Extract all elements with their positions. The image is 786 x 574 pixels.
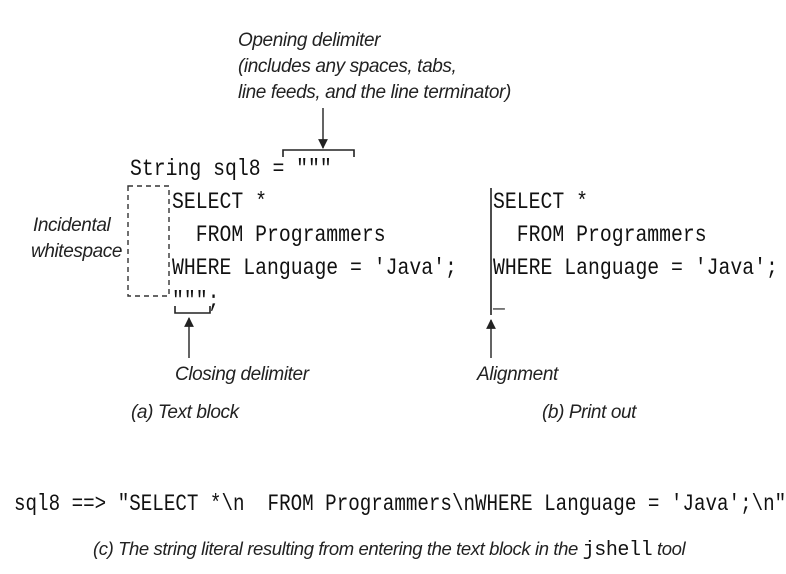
incidental-whitespace-label-line2: whitespace <box>31 241 123 262</box>
incidental-whitespace-label-line1: Incidental <box>33 215 111 236</box>
opening-delimiter-bracket <box>282 149 355 157</box>
opening-delimiter-label-line3: line feeds, and the line terminator) <box>238 82 511 103</box>
caption-b: (b) Print out <box>542 402 637 423</box>
text-block-line3: WHERE Language = 'Java'; <box>172 255 457 281</box>
caption-c-code: jshell <box>582 539 653 562</box>
jshell-output: sql8 ==> "SELECT *\n FROM Programmers\nW… <box>14 491 786 517</box>
caption-c: (c) The string literal resulting from en… <box>93 537 686 563</box>
text-block-line1: SELECT * <box>172 189 267 215</box>
incidental-whitespace-box <box>127 185 170 297</box>
caption-c-prefix: (c) The string literal resulting from en… <box>93 538 583 559</box>
closing-delimiter-label: Closing delimiter <box>175 364 309 385</box>
printout-line2: FROM Programmers <box>493 222 707 248</box>
closing-delimiter-bracket <box>174 306 211 314</box>
printout-cursor: _ <box>493 288 505 314</box>
opening-delimiter-label-line1: Opening delimiter <box>238 30 381 51</box>
text-block-declaration: String sql8 = """ <box>130 156 332 182</box>
printout-line3: WHERE Language = 'Java'; <box>493 255 778 281</box>
opening-delimiter-label-line2: (includes any spaces, tabs, <box>238 56 457 77</box>
printout-line1: SELECT * <box>493 189 588 215</box>
text-block-closing-delimiter: """; <box>172 288 220 314</box>
caption-c-suffix: tool <box>652 538 686 559</box>
diagram-annotations <box>127 108 496 358</box>
text-block-diagram: Opening delimiter (includes any spaces, … <box>14 30 786 563</box>
alignment-label: Alignment <box>477 364 558 385</box>
text-block-line2: FROM Programmers <box>172 222 386 248</box>
caption-a: (a) Text block <box>131 402 239 423</box>
